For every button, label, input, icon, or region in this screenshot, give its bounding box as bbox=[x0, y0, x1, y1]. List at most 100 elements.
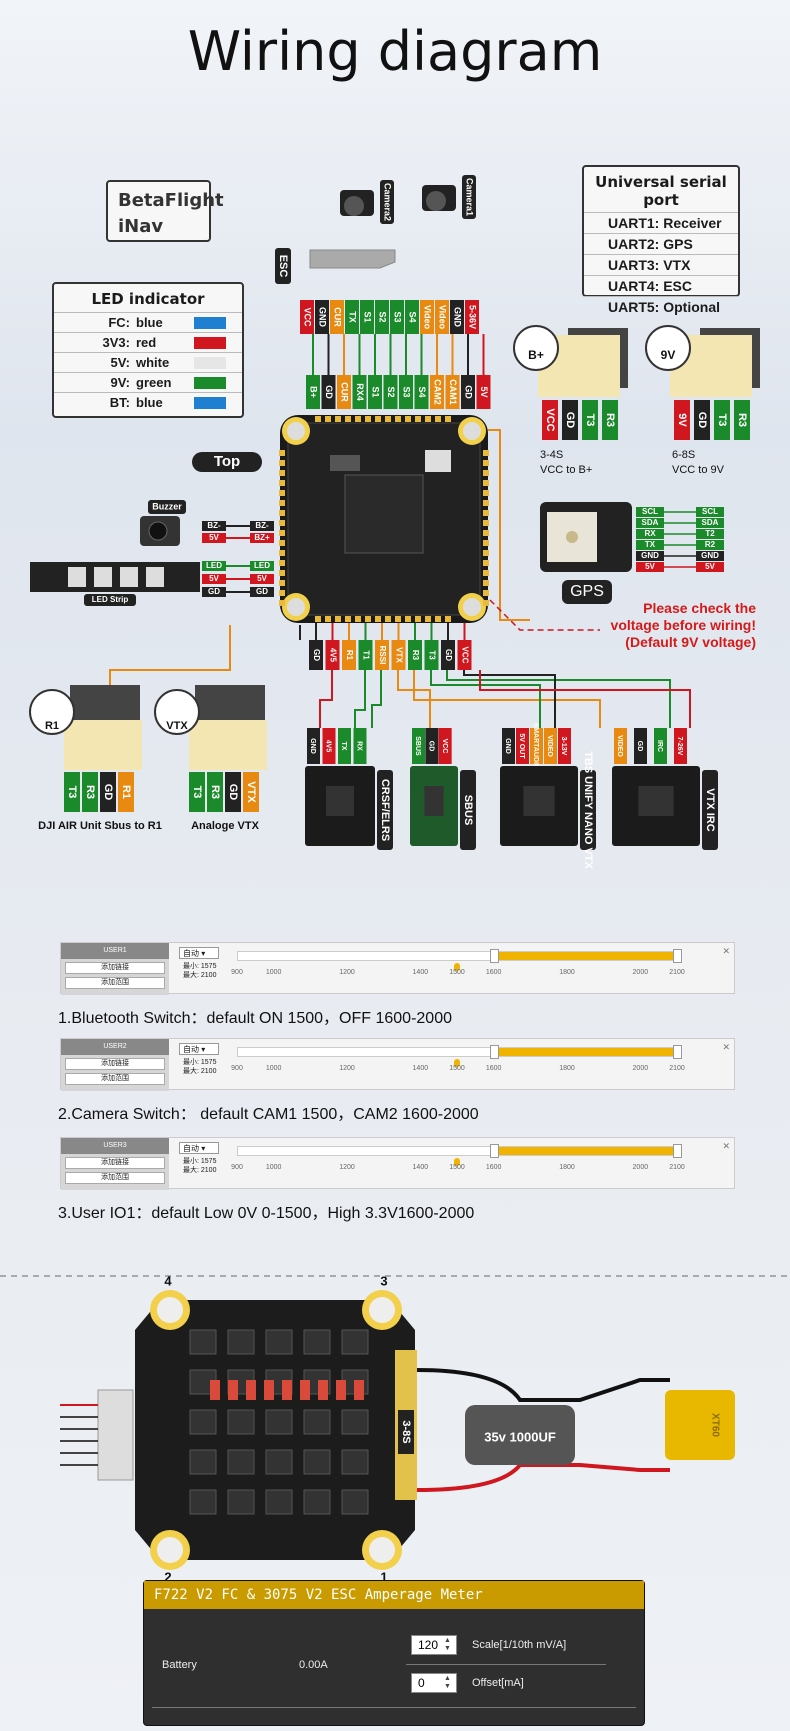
aux-slider-panel: USER2 添加链接 添加范围 自动 ▾ 最小: 1575 最大: 2100 9… bbox=[60, 1038, 735, 1091]
capacitor bbox=[465, 1405, 575, 1465]
pad bbox=[425, 616, 431, 622]
pad bbox=[279, 540, 285, 546]
pin-label: VCC bbox=[544, 408, 556, 431]
meter-title: F722 V2 FC & 3075 V2 ESC Amperage Meter bbox=[144, 1581, 644, 1609]
range-track[interactable] bbox=[237, 949, 682, 963]
pin-label: CAM2 bbox=[433, 379, 443, 405]
user-channel: USER1 添加链接 添加范围 bbox=[61, 943, 169, 995]
pin-label: R3 bbox=[736, 413, 748, 427]
chevron-down-icon: ▾ bbox=[201, 949, 206, 958]
pin-label: GD bbox=[427, 741, 434, 752]
pin-tag bbox=[544, 728, 557, 764]
pin-label: R3 bbox=[411, 650, 420, 661]
pad bbox=[325, 416, 331, 422]
mosfet bbox=[341, 1489, 369, 1515]
pin-label: S2 bbox=[378, 311, 388, 322]
range-handle-low[interactable] bbox=[489, 1144, 499, 1158]
pin-tag bbox=[696, 529, 724, 539]
mode-select[interactable]: 自动 ▾ bbox=[179, 1142, 219, 1154]
uart-row: UART4: ESC bbox=[584, 275, 738, 296]
mount-hole-center bbox=[287, 422, 305, 440]
tick-label: 1200 bbox=[339, 969, 355, 976]
mount-hole-center bbox=[463, 422, 481, 440]
close-icon[interactable]: ✕ bbox=[722, 946, 730, 956]
resistor bbox=[246, 1380, 256, 1400]
led-color-name: green bbox=[136, 375, 172, 390]
tick-label: 1800 bbox=[559, 1065, 575, 1072]
pin-tag bbox=[225, 772, 241, 812]
pin-tag bbox=[189, 772, 205, 812]
min-max-readout: 最小: 1575 最大: 2100 bbox=[183, 1157, 216, 1175]
pin-label: VCC bbox=[460, 647, 469, 664]
pin-label: TX bbox=[340, 742, 347, 751]
range-handle-high[interactable] bbox=[673, 949, 682, 963]
pin-label: RX bbox=[356, 741, 363, 751]
pin-label: GD bbox=[208, 587, 220, 596]
pin-label: LED bbox=[254, 561, 270, 570]
pin-label: GND bbox=[641, 551, 659, 560]
pin-tag bbox=[207, 772, 223, 812]
stepper-arrows-icon[interactable]: ▲▼ bbox=[444, 1637, 451, 1652]
range-handle-high[interactable] bbox=[673, 1144, 682, 1158]
cell-label: 3-8S bbox=[400, 1420, 412, 1443]
pin-label: GD bbox=[324, 385, 334, 399]
pad bbox=[435, 416, 441, 422]
add-range-button[interactable]: 添加范围 bbox=[65, 1172, 165, 1184]
range-track[interactable] bbox=[237, 1045, 682, 1059]
range-fill bbox=[494, 1048, 678, 1056]
mount-hole-center bbox=[157, 1297, 183, 1323]
range-handle-high[interactable] bbox=[673, 1045, 682, 1059]
pin-tag bbox=[352, 375, 367, 409]
mosfet bbox=[303, 1329, 331, 1355]
aux-slider-panel: USER3 添加链接 添加范围 自动 ▾ 最小: 1575 最大: 2100 9… bbox=[60, 1137, 735, 1190]
add-link-button[interactable]: 添加链接 bbox=[65, 962, 165, 974]
pin-label: BZ+ bbox=[254, 533, 270, 542]
chevron-down-icon: ▾ bbox=[201, 1144, 206, 1153]
pin-label: 5V bbox=[645, 562, 655, 571]
pin-label: SDA bbox=[642, 518, 659, 527]
tick-label: 1400 bbox=[412, 969, 429, 976]
module-badge-ring bbox=[645, 325, 691, 371]
add-link-button[interactable]: 添加链接 bbox=[65, 1157, 165, 1169]
range-handle-low[interactable] bbox=[489, 949, 499, 963]
capacitor-label: 35v 1000UF bbox=[484, 1429, 556, 1444]
tick-label: 1600 bbox=[485, 969, 502, 976]
led-strip-label: LED Strip bbox=[92, 595, 129, 604]
battery-wire-negative bbox=[416, 1368, 670, 1402]
pad bbox=[279, 500, 285, 506]
mode-select[interactable]: 自动 ▾ bbox=[179, 947, 219, 959]
add-range-button[interactable]: 添加范围 bbox=[65, 1073, 165, 1085]
close-icon[interactable]: ✕ bbox=[722, 1141, 730, 1151]
tick-label: 1600 bbox=[485, 1164, 502, 1171]
top-badge: Top bbox=[192, 452, 262, 472]
module-badge: 9V bbox=[661, 348, 676, 362]
mode-value: 自动 bbox=[183, 1144, 199, 1153]
add-range-button[interactable]: 添加范围 bbox=[65, 977, 165, 989]
motor-number: 4 bbox=[164, 1273, 172, 1288]
pin-tag bbox=[202, 574, 226, 584]
led-strip-label-bg bbox=[84, 594, 136, 606]
pin-tag bbox=[476, 375, 491, 409]
pin-label: VIDEO bbox=[546, 735, 553, 757]
mount-hole-center bbox=[287, 598, 305, 616]
mode-select[interactable]: 自动 ▾ bbox=[179, 1043, 219, 1055]
stepper-arrows-icon[interactable]: ▲▼ bbox=[444, 1675, 451, 1690]
pin-tag bbox=[412, 728, 425, 764]
receiver-name: VTX IRC bbox=[704, 788, 716, 831]
max-value: 最大: 2100 bbox=[183, 1167, 217, 1174]
pin-label: VIDEO bbox=[616, 735, 623, 757]
range-track[interactable] bbox=[237, 1144, 682, 1158]
scale-input[interactable]: 120 ▲▼ bbox=[411, 1635, 457, 1655]
mosfet bbox=[341, 1329, 369, 1355]
motor-number: 1 bbox=[380, 1569, 387, 1584]
pin-label: T2 bbox=[705, 529, 715, 538]
range-handle-low[interactable] bbox=[489, 1045, 499, 1059]
pad bbox=[385, 416, 391, 422]
add-link-button[interactable]: 添加链接 bbox=[65, 1058, 165, 1070]
user-name: USER2 bbox=[61, 1039, 169, 1055]
offset-input[interactable]: 0 ▲▼ bbox=[411, 1673, 457, 1693]
close-icon[interactable]: ✕ bbox=[722, 1042, 730, 1052]
pin-tag bbox=[250, 587, 274, 597]
pin-label: GD bbox=[227, 784, 239, 801]
